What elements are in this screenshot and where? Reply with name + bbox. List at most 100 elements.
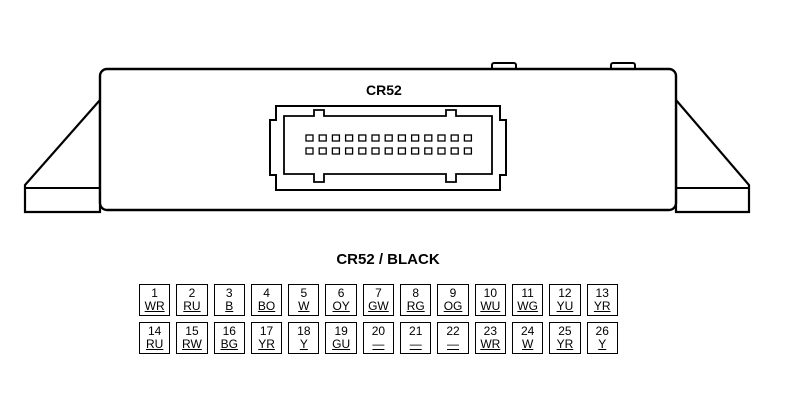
pin-wire-code: RG	[406, 299, 425, 313]
pin-hole	[305, 147, 314, 155]
pin-hole	[450, 134, 459, 142]
pin-cell: 22—	[434, 319, 471, 357]
pin-hole	[463, 134, 473, 142]
pin-hole	[384, 134, 393, 142]
pin-number: 3	[225, 286, 233, 300]
pin-hole	[344, 147, 354, 155]
pin-wire-code: Y	[299, 337, 308, 351]
pin-number: 10	[483, 286, 497, 300]
pin-wire-code: W	[298, 299, 310, 313]
pin-number: 26	[595, 324, 609, 338]
pin-hole	[424, 147, 433, 155]
pin-wire-code: RU	[183, 299, 201, 313]
pin-wire-code: OG	[443, 299, 463, 313]
pin-hole	[397, 147, 407, 155]
pin-number: 8	[412, 286, 420, 300]
pin-number: 19	[334, 324, 348, 338]
pin-hole	[437, 134, 446, 142]
connector-module-drawing	[23, 62, 751, 214]
pin-hole	[358, 147, 367, 155]
pin-hole	[371, 147, 380, 155]
pin-number: 15	[185, 324, 199, 338]
pin-wire-code: BO	[257, 299, 276, 313]
pin-wire-code: BG	[220, 337, 238, 351]
pin-wire-code: OY	[332, 299, 350, 313]
pin-wire-code: YR	[258, 337, 275, 351]
connector-socket	[283, 109, 493, 183]
pin-hole	[437, 147, 446, 155]
pin-number: 21	[409, 324, 423, 338]
pin-number: 22	[446, 324, 460, 338]
pin-number: 20	[371, 324, 386, 338]
pin-wire-code: —	[447, 337, 460, 351]
pin-hole	[331, 134, 341, 142]
pin-hole	[358, 134, 367, 142]
pin-wire-code: —	[372, 337, 385, 351]
pin-wire-code: RW	[182, 337, 202, 351]
pin-number: 25	[558, 324, 572, 338]
pin-hole	[384, 147, 393, 155]
pin-number: 16	[222, 324, 236, 338]
pin-cell: 20—	[360, 319, 397, 357]
pin-hole	[318, 134, 327, 142]
pin-wire-code: YU	[556, 299, 574, 313]
pin-number: 24	[520, 324, 535, 338]
pin-hole	[463, 147, 473, 155]
connector-label: CR52	[366, 82, 402, 98]
pin-hole	[397, 134, 407, 142]
pin-wire-code: WR	[144, 299, 165, 313]
pin-wire-code: GW	[368, 299, 389, 313]
pin-number: 23	[483, 324, 497, 338]
pin-box: 22—	[437, 322, 469, 354]
pin-wire-code: —	[409, 337, 422, 351]
pin-hole	[450, 147, 459, 155]
pin-number: 18	[297, 324, 311, 338]
pin-wire-code: WR	[480, 337, 501, 351]
pin-wire-code: YR	[593, 299, 611, 313]
pin-number: 9	[449, 286, 457, 300]
pin-hole	[318, 147, 327, 155]
pin-wire-code: YR	[556, 337, 574, 351]
pin-number: 13	[595, 286, 609, 300]
pin-number: 11	[521, 286, 534, 300]
pin-wire-code: Y	[598, 337, 607, 351]
pin-number: 7	[375, 286, 382, 300]
pin-wire-code: W	[521, 337, 534, 351]
pin-number: 14	[147, 324, 162, 338]
pin-hole	[331, 147, 341, 155]
